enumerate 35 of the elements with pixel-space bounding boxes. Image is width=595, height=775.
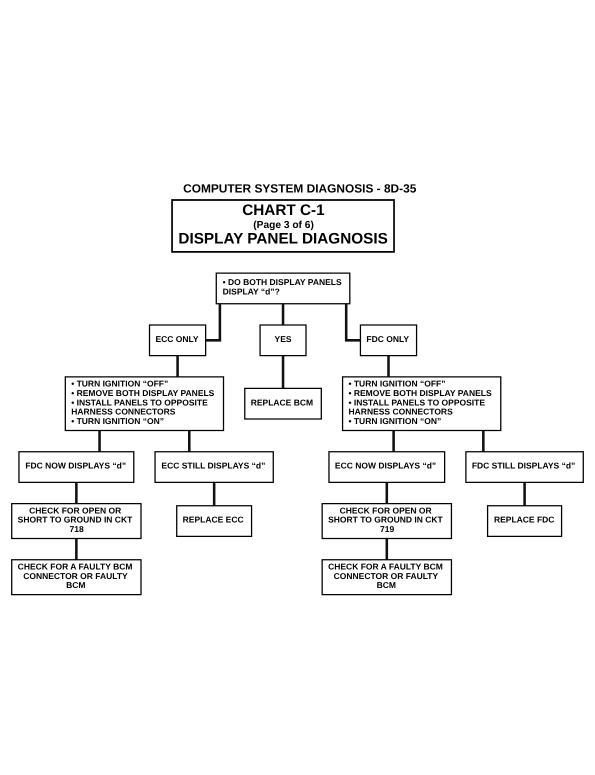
node-box: REPLACE FDC — [486, 505, 562, 537]
connector — [344, 304, 360, 342]
connector — [282, 304, 284, 325]
node-box: ECC ONLY — [148, 324, 206, 356]
connector — [75, 482, 78, 504]
node-box: REPLACE BCM — [244, 388, 322, 420]
node-box: REPLACE ECC — [176, 505, 252, 537]
connector — [387, 356, 390, 377]
connector — [176, 356, 179, 377]
node-box: CHECK FOR A FAULTY BCM CONNECTOR OR FAULTY BCM — [322, 559, 452, 596]
connector — [206, 304, 222, 342]
node-box: CHECK FOR A FAULTY BCM CONNECTOR OR FAULTY BCM — [11, 559, 142, 596]
node-box: ECC STILL DISPLAYS “d” — [154, 451, 274, 483]
node-box: • TURN IGNITION “OFF” • REMOVE BOTH DISPLAY PANELS • INSTALL PANELS TO OPPOSITE HARNESS CONNECTORS • TURN IGNITION “ON” — [342, 376, 502, 432]
connector — [282, 356, 284, 388]
diagram-title: COMPUTER SYSTEM DIAGNOSIS - 8D-35 — [183, 181, 416, 196]
connector — [386, 538, 388, 560]
connector — [386, 482, 388, 504]
connector — [523, 482, 526, 506]
node-box: CHECK FOR OPEN OR SHORT TO GROUND IN CKT 719 — [322, 502, 452, 540]
connector — [482, 430, 485, 452]
node-box: • TURN IGNITION “OFF” • REMOVE BOTH DISPLAY PANELS • INSTALL PANELS TO OPPOSITE HARNESS CONNECTORS • TURN IGNITION “ON” — [64, 376, 224, 432]
connector — [75, 538, 78, 560]
node-box: YES — [259, 324, 307, 356]
node-box: CHART C-1 (Page 3 of 6) DISPLAY PANEL DIAGNOSIS — [171, 199, 395, 253]
connector — [98, 430, 101, 452]
connector — [188, 430, 191, 452]
connector — [392, 430, 395, 452]
node-box: FDC STILL DISPLAYS “d” — [465, 451, 584, 483]
node-box: • DO BOTH DISPLAY PANELS DISPLAY “d”? — [216, 272, 350, 304]
node-box: ECC NOW DISPLAYS “d” — [328, 451, 446, 483]
connector — [212, 482, 216, 506]
node-box: FDC ONLY — [360, 324, 418, 356]
node-box: FDC NOW DISPLAYS “d” — [18, 451, 134, 483]
node-box: CHECK FOR OPEN OR SHORT TO GROUND IN CKT 718 — [11, 502, 142, 540]
